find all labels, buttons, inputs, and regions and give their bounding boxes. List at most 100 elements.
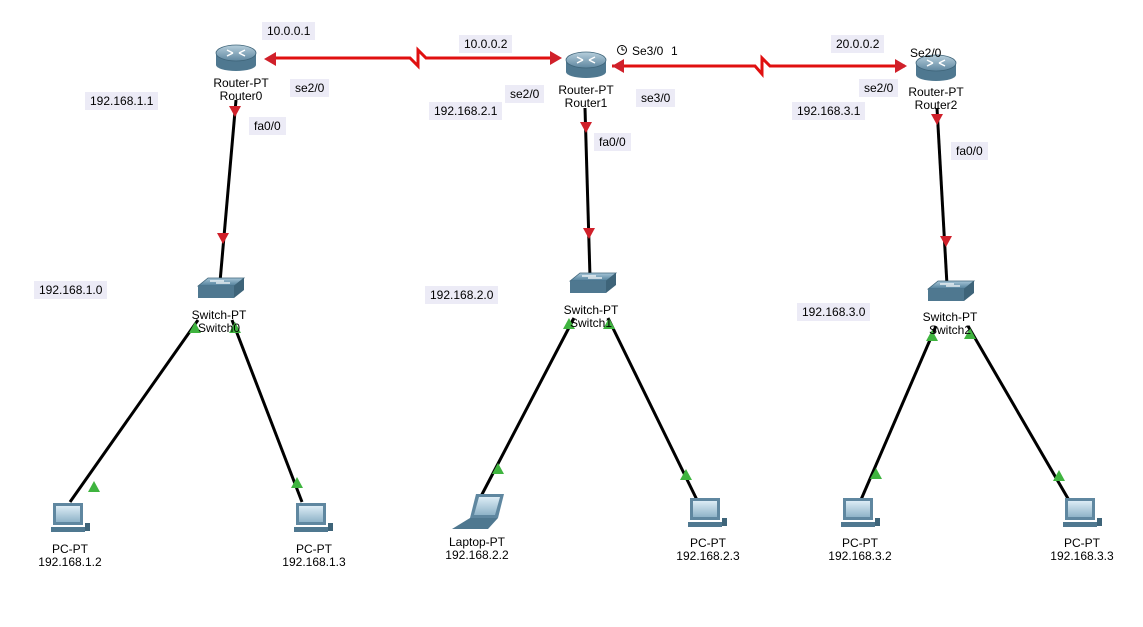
link-status-down-icon (931, 114, 943, 125)
gateway-ip-label: 192.168.3.1 (792, 102, 866, 120)
eth-link-r1-sw1[interactable] (583, 107, 592, 278)
device-type: Router-PT (908, 85, 964, 99)
clock-icon (617, 45, 627, 55)
link-status-up-icon (291, 477, 303, 488)
host-label: PC-PT 192.168.1.2 (38, 543, 101, 569)
device-type: PC-PT (52, 542, 88, 556)
device-name: Switch2 (928, 323, 972, 337)
device-name: Switch0 (197, 321, 241, 335)
device-type: PC-PT (690, 536, 726, 550)
eth-link-sw0-pc1[interactable] (68, 319, 200, 503)
network-address-label: 192.168.3.0 (797, 303, 871, 321)
link-status-up-icon (492, 463, 504, 474)
host-label: PC-PT 192.168.1.3 (282, 543, 345, 569)
host-label: PC-PT 192.168.2.3 (676, 537, 739, 563)
router-label: Router-PT Router1 (558, 84, 613, 110)
device-name: Switch1 (569, 316, 613, 330)
link-status-up-icon (1053, 470, 1065, 481)
eth-link-sw0-pc2[interactable] (230, 319, 304, 503)
eth-link-sw2-pc1[interactable] (858, 325, 938, 503)
host-ip: 192.168.2.3 (676, 549, 740, 563)
link-status-down-icon (583, 228, 595, 239)
link-status-up-icon (680, 469, 692, 480)
host-label: PC-PT 192.168.3.2 (828, 537, 891, 563)
serial-ip-label: 20.0.0.2 (831, 35, 885, 53)
pc-icon[interactable] (688, 498, 727, 527)
eth-link-sw1-laptop[interactable] (476, 317, 576, 503)
port-label: se2/0 (505, 85, 545, 103)
link-status-down-icon (229, 106, 241, 117)
device-name: Router0 (219, 89, 263, 103)
network-address-label: 192.168.1.0 (34, 281, 108, 299)
switch-label: Switch-PT Switch0 (192, 309, 247, 335)
router-icon[interactable] (215, 44, 257, 71)
pc-icon[interactable] (841, 498, 880, 527)
link-status-down-icon (895, 59, 907, 73)
host-ip: 192.168.3.2 (828, 549, 892, 563)
serial-link-r1-r2[interactable] (612, 54, 905, 78)
router-label: Router-PT Router0 (213, 77, 268, 103)
switch-icon[interactable] (568, 272, 618, 293)
clock-port-label: Se3/0 (632, 44, 664, 58)
link-status-up-icon (964, 328, 976, 339)
device-type: Switch-PT (191, 308, 247, 322)
port-label: fa0/0 (594, 133, 631, 151)
eth-link-sw1-pc[interactable] (606, 317, 700, 503)
link-status-down-icon (580, 122, 592, 133)
link-status-down-icon (550, 51, 562, 65)
device-name: Router1 (564, 96, 608, 110)
link-status-up-icon (88, 481, 100, 492)
eth-link-sw2-pc2[interactable] (966, 325, 1072, 503)
eth-link-r2-sw2[interactable] (935, 107, 949, 286)
serial-link-r0-r1[interactable] (268, 46, 555, 70)
device-type: Switch-PT (922, 310, 978, 324)
host-ip: 192.168.1.2 (38, 555, 102, 569)
eth-link-r0-sw0[interactable] (218, 99, 238, 283)
port-label: se3/0 (636, 89, 676, 107)
pc-icon[interactable] (294, 503, 333, 532)
device-type: Laptop-PT (448, 535, 506, 549)
port-label: fa0/0 (951, 142, 988, 160)
link-status-down-icon (264, 52, 276, 66)
device-type: Switch-PT (563, 303, 619, 317)
serial-ip-label: 10.0.0.1 (262, 22, 316, 40)
switch-icon[interactable] (196, 277, 246, 298)
gateway-ip-label: 192.168.2.1 (429, 102, 503, 120)
device-type: Router-PT (213, 76, 269, 90)
device-type: PC-PT (842, 536, 878, 550)
switch-label: Switch-PT Switch1 (564, 304, 619, 330)
device-type: PC-PT (296, 542, 332, 556)
router-icon[interactable] (565, 51, 607, 78)
link-status-up-icon (870, 468, 882, 479)
link-status-up-icon (229, 322, 241, 333)
router-icon[interactable] (915, 54, 957, 81)
switch-label: Switch-PT Switch2 (923, 311, 978, 337)
host-ip: 192.168.1.3 (282, 555, 346, 569)
port-label: fa0/0 (249, 117, 286, 135)
link-status-down-icon (217, 233, 229, 244)
link-status-down-icon (940, 236, 952, 247)
device-type: PC-PT (1064, 536, 1100, 550)
port-label: Se2/0 (910, 46, 942, 60)
pc-icon[interactable] (1063, 498, 1102, 527)
link-status-up-icon (926, 330, 938, 341)
laptop-icon[interactable] (452, 494, 504, 529)
host-label: PC-PT 192.168.3.3 (1050, 537, 1113, 563)
serial-ip-label: 10.0.0.2 (459, 35, 513, 53)
link-status-down-icon (612, 59, 624, 73)
link-status-up-icon (603, 318, 615, 329)
host-label: Laptop-PT 192.168.2.2 (445, 536, 508, 562)
router-label: Router-PT Router2 (908, 86, 963, 112)
gateway-ip-label: 192.168.1.1 (85, 92, 159, 110)
switch-icon[interactable] (926, 280, 976, 301)
link-status-up-icon (189, 322, 201, 333)
port-label: se2/0 (290, 79, 330, 97)
device-name: Router2 (914, 98, 958, 112)
clock-rate-label: 1 (671, 44, 678, 58)
port-label: se2/0 (859, 79, 899, 97)
device-type: Router-PT (558, 83, 614, 97)
host-ip: 192.168.3.3 (1050, 549, 1114, 563)
link-status-up-icon (563, 318, 575, 329)
pc-icon[interactable] (51, 503, 90, 532)
